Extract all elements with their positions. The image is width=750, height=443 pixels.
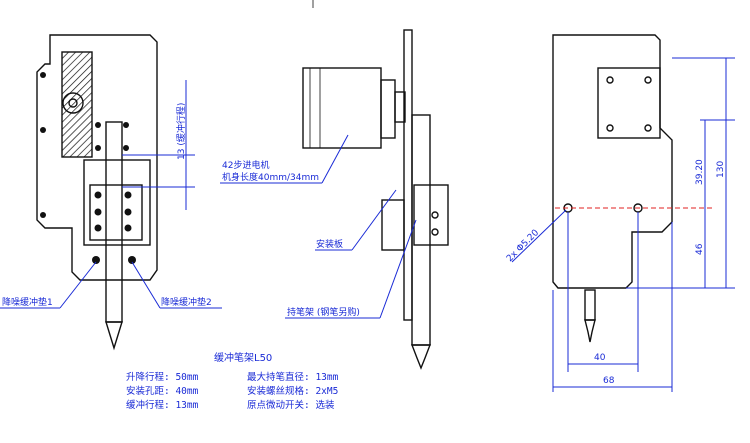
dim-40: 40: [594, 353, 606, 363]
motor-label-1: 42步进电机: [222, 159, 269, 171]
dim-46: 46: [695, 243, 705, 255]
stroke-label: 13 (缓冲行程): [175, 103, 187, 160]
dim-68: 68: [603, 376, 615, 386]
side-pen-tube: [411, 114, 431, 346]
hole-spec: 2x Φ5.20: [505, 228, 541, 264]
dim-130: 130: [716, 161, 726, 178]
motor-flange: [380, 79, 396, 139]
spec-row-2-right: 安装螺丝规格: 2xM5: [247, 385, 338, 397]
gear-side: [394, 91, 406, 123]
pad1-label: 降噪缓冲垫1: [2, 296, 53, 308]
carriage-block: [89, 184, 143, 241]
back-view: 39.20 130 46 40 68 2x Φ5.20: [505, 34, 735, 392]
mount-plate: [403, 29, 413, 321]
spec-row-3-right: 原点微动开关: 选装: [247, 399, 335, 411]
hole-leader: [511, 209, 567, 263]
pad2-leader: [131, 261, 161, 309]
front-plate-outline: [36, 34, 158, 281]
plate-bracket: [381, 199, 405, 251]
holder-leader: [379, 219, 417, 319]
pen-tube: [105, 121, 123, 323]
plate-leader: [351, 189, 397, 251]
motor-face: [597, 67, 661, 139]
pen-tip: [105, 321, 123, 351]
pen-carriage: [83, 159, 151, 246]
spec-row-1-left: 升降行程: 50mm: [126, 371, 199, 383]
dim-39: 39.20: [695, 159, 705, 185]
spec-title: 缓冲笔架L50: [214, 351, 272, 364]
stepper-motor: [302, 67, 382, 149]
back-plate-outline: [552, 34, 673, 289]
motor-label-2: 机身长度40mm/34mm: [222, 171, 319, 183]
spec-row-2-left: 安装孔距: 40mm: [126, 385, 199, 397]
pen-holder-label: 持笔架 (钢笔另购): [287, 306, 360, 318]
front-view: 13 (缓冲行程) 降噪缓冲垫1 降噪缓冲垫2: [0, 34, 222, 351]
mount-plate-label: 安装板: [316, 238, 343, 250]
pad2-label: 降噪缓冲垫2: [161, 296, 212, 308]
spec-row-3-left: 缓冲行程: 13mm: [126, 399, 199, 411]
side-view: 42步进电机 机身长度40mm/34mm 安装板 持笔架 (钢笔另购): [220, 29, 449, 370]
pad1-leader: [59, 261, 97, 309]
back-pen-tip: [584, 319, 596, 343]
spec-row-1-right: 最大持笔直径: 13mm: [247, 371, 339, 383]
side-carriage: [413, 184, 449, 246]
pinion-hub: [68, 98, 78, 108]
spec-block: 缓冲笔架L50 升降行程: 50mm 最大持笔直径: 13mm 安装孔距: 40…: [126, 351, 339, 411]
back-pen-tube: [584, 289, 596, 321]
pinion-gear: [62, 92, 84, 114]
front-screws: [40, 72, 136, 264]
motor-leader: [321, 134, 349, 184]
side-pen-tip: [410, 344, 432, 370]
